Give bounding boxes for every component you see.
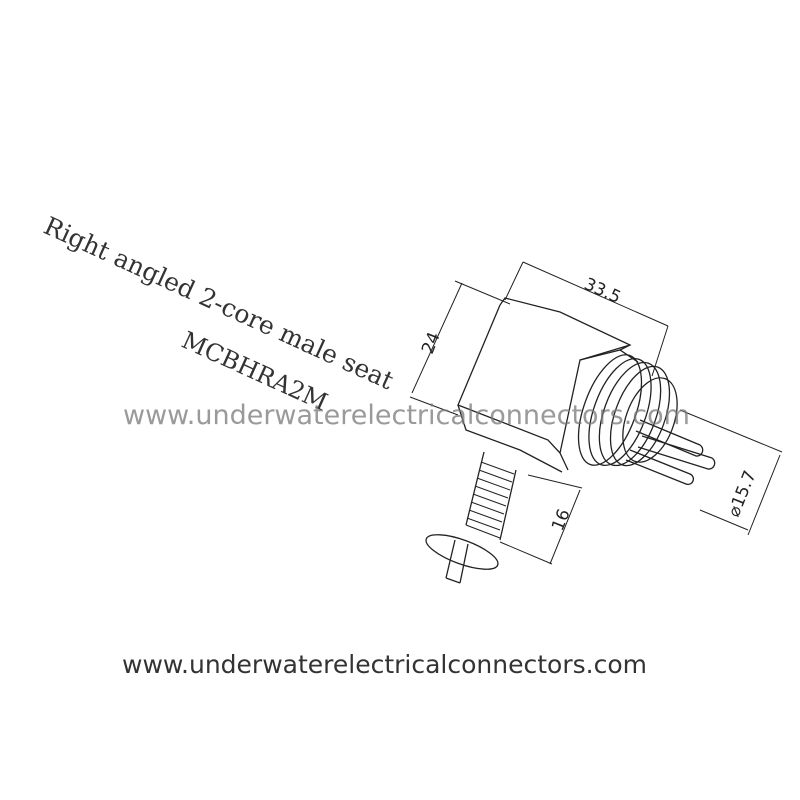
watermark-middle: www.underwaterelectricalconnectors.com: [123, 400, 690, 431]
dim-33-5: 33.5: [581, 274, 624, 308]
connector-outline: [425, 297, 716, 584]
dim-16: 16: [548, 506, 575, 534]
website-url: www.underwaterelectricalconnectors.com: [122, 650, 647, 679]
dim-15-7: ⌀15.7: [724, 468, 761, 520]
dimension-lines: [409, 261, 783, 565]
dim-24: 24: [418, 329, 445, 357]
